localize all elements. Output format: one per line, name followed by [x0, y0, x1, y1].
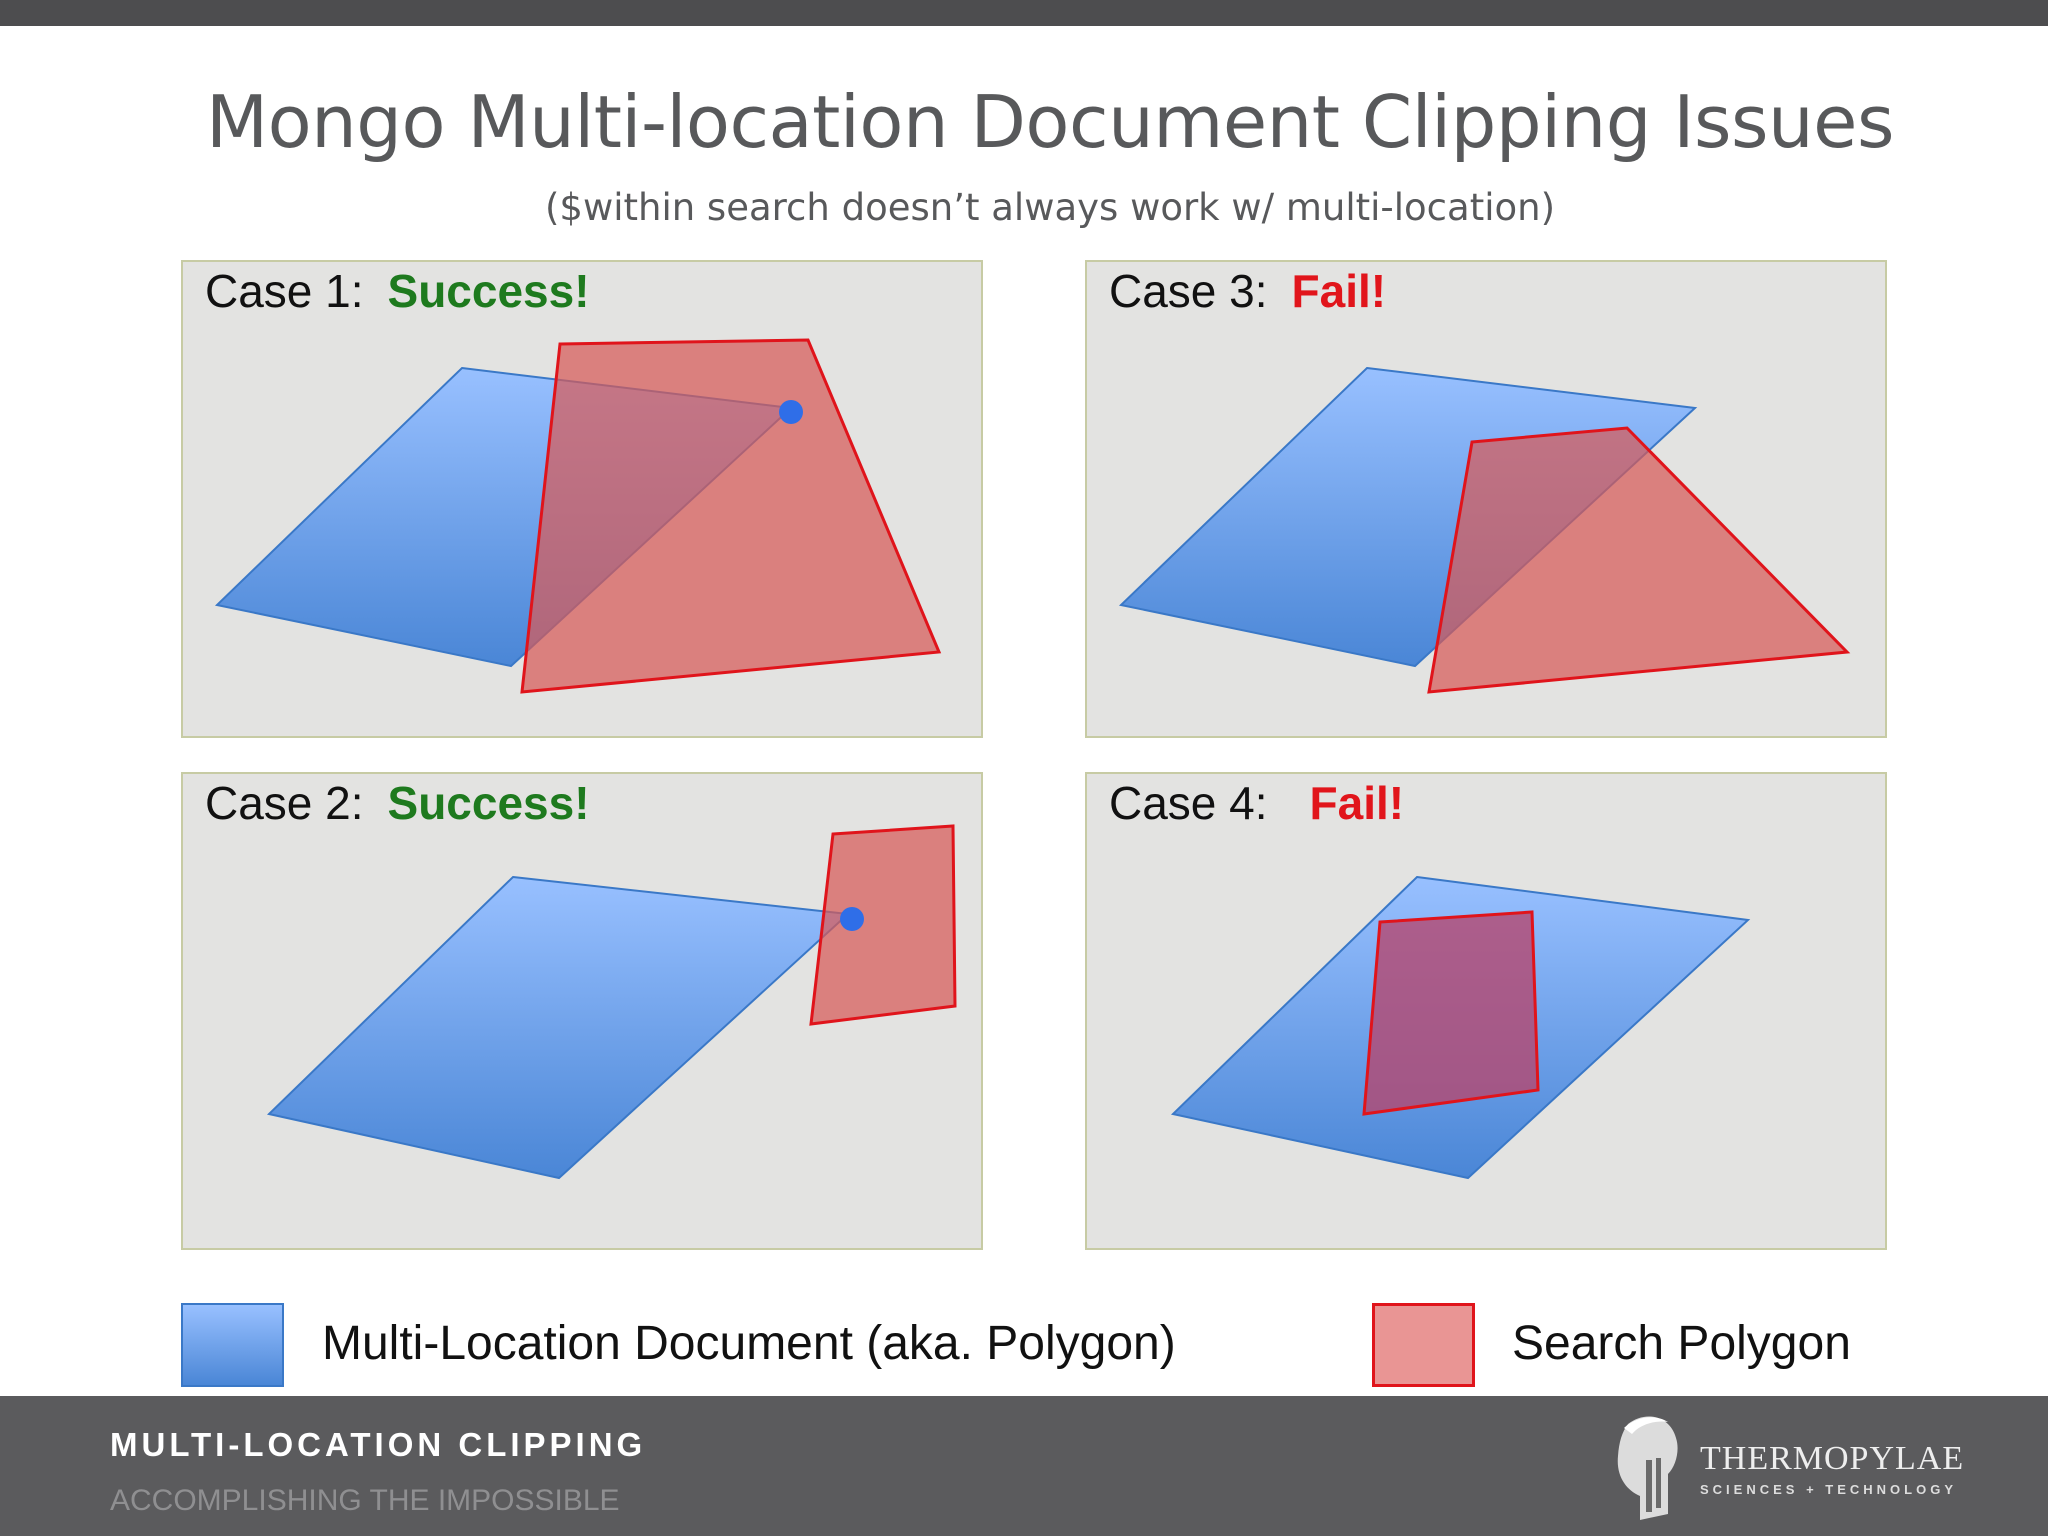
- logo-name: THERMOPYLAE: [1700, 1440, 1965, 1477]
- case-1-heading: Case 1: Success!: [205, 264, 590, 318]
- case-label: Case 4:: [1109, 777, 1268, 829]
- spartan-helmet-logo-icon: [1617, 1416, 1678, 1520]
- case-3-heading: Case 3: Fail!: [1109, 264, 1386, 318]
- search-polygon: [1362, 910, 1540, 1116]
- case-2-heading: Case 2: Success!: [205, 776, 590, 830]
- case-2-diagram: [266, 824, 957, 1180]
- footer-subtitle: ACCOMPLISHING THE IMPOSSIBLE: [110, 1484, 620, 1517]
- logo-tagline: SCIENCES + TECHNOLOGY: [1700, 1482, 1957, 1497]
- case-status: Fail!: [1291, 265, 1387, 317]
- document-polygon: [266, 875, 851, 1180]
- top-bar: [0, 0, 2048, 26]
- footer: MULTI-LOCATION CLIPPING ACCOMPLISHING TH…: [0, 1396, 2048, 1536]
- document-point: [779, 400, 803, 424]
- search-polygon: [520, 338, 942, 694]
- case-status: Success!: [387, 777, 590, 829]
- search-polygon: [1427, 426, 1851, 694]
- legend-document-swatch: [181, 1303, 284, 1387]
- case-label: Case 3:: [1109, 265, 1268, 317]
- search-polygon: [809, 824, 957, 1026]
- case-1-diagram: [214, 338, 942, 694]
- legend-search-swatch: [1372, 1303, 1475, 1387]
- legend-search-label: Search Polygon: [1512, 1317, 1851, 1370]
- case-4-panel: Case 4: Fail!: [1085, 772, 1887, 1250]
- case-1-panel: Case 1: Success!: [181, 260, 983, 738]
- case-status: Fail!: [1309, 777, 1405, 829]
- case-4-diagram: [1170, 875, 1751, 1180]
- footer-title: MULTI-LOCATION CLIPPING: [110, 1426, 647, 1463]
- slide-title: Mongo Multi-location Document Clipping I…: [206, 80, 1895, 164]
- case-3-diagram: [1118, 366, 1851, 694]
- case-3-panel: Case 3: Fail!: [1085, 260, 1887, 738]
- case-label: Case 1:: [205, 265, 364, 317]
- document-point: [840, 907, 864, 931]
- case-label: Case 2:: [205, 777, 364, 829]
- legend-document-label: Multi-Location Document (aka. Polygon): [322, 1317, 1176, 1370]
- case-4-heading: Case 4: Fail!: [1109, 776, 1404, 830]
- case-2-panel: Case 2: Success!: [181, 772, 983, 1250]
- case-status: Success!: [387, 265, 590, 317]
- slide-subtitle: ($within search doesn’t always work w/ m…: [544, 186, 1556, 229]
